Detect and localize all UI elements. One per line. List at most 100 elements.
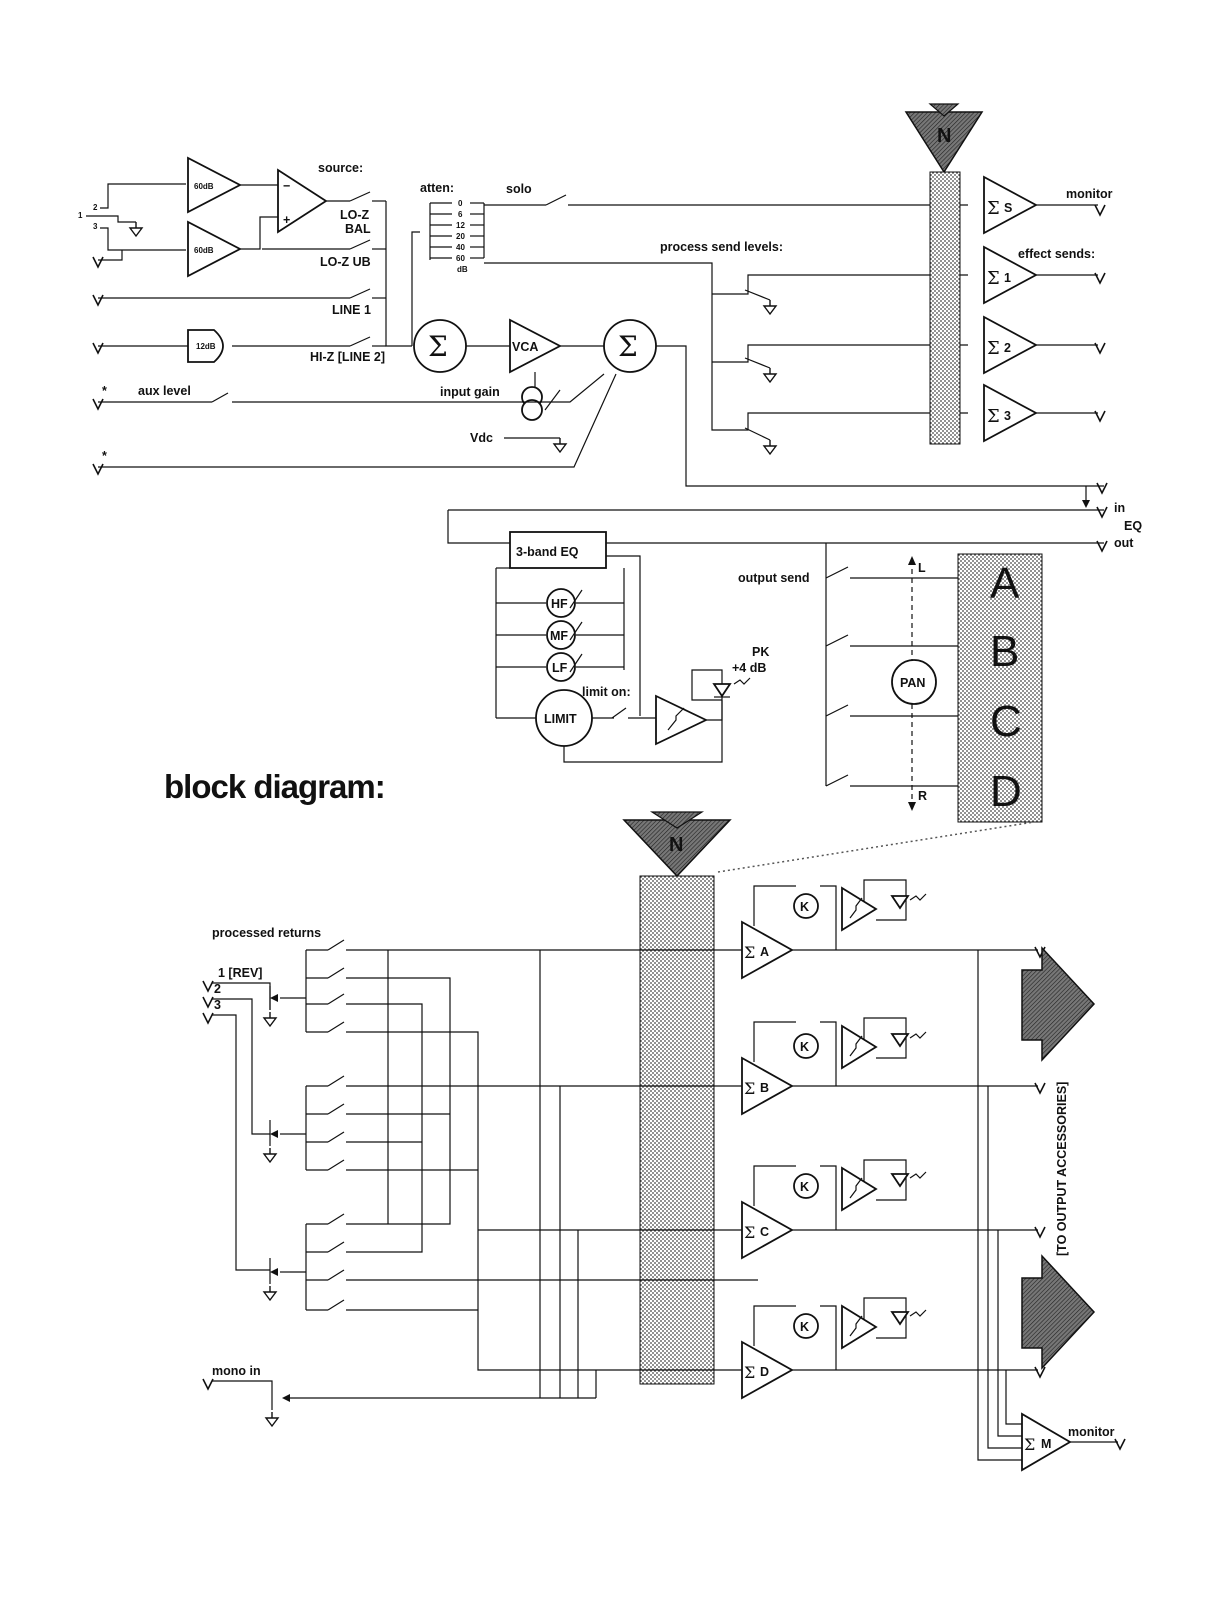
svg-text:Σ: Σ (987, 268, 1000, 289)
solo-switch[interactable] (545, 194, 567, 206)
atten-selector[interactable]: 0 6 12 20 40 60 dB (411, 199, 485, 346)
effect-send-1-jack-icon[interactable] (1094, 272, 1106, 284)
group-b-out-jack-icon[interactable] (1034, 1082, 1046, 1094)
output-accessory-arrow-upper-icon (1021, 946, 1096, 1062)
page-title: block diagram: (164, 768, 385, 805)
source-line1: LINE 1 (332, 303, 371, 317)
atten-step-20: 20 (456, 232, 465, 241)
eq-insert: in EQ out (447, 482, 1142, 552)
monitor-out-jack-icon[interactable] (1094, 204, 1106, 216)
source-switch-lozbal[interactable] (349, 191, 386, 202)
input-strip: 2 1 3 60dB 60dB − + source: LO-Z BAL LO-… (78, 156, 1104, 487)
ext-jack-icon[interactable] (92, 463, 104, 475)
svg-text:C: C (760, 1225, 769, 1239)
atten-step-40: 40 (456, 243, 465, 252)
lf-knob[interactable]: LF (546, 652, 583, 682)
mic-jack-icon[interactable] (92, 256, 104, 268)
output-send-switch-a[interactable] (825, 566, 966, 579)
source-switch-lozub[interactable] (349, 239, 386, 250)
atten-step-6: 6 (458, 210, 463, 219)
return-3-jack-icon[interactable] (202, 1012, 214, 1024)
effect-sends-label: effect sends: (1018, 247, 1095, 261)
hf-knob[interactable]: HF (546, 588, 583, 618)
input-gain-control[interactable] (521, 372, 561, 421)
aux-level-switch[interactable] (211, 392, 229, 403)
group-a-letter: A (990, 559, 1020, 608)
mixer-output-sums: Σ S monitor effect sends: Σ 1 Σ 2 Σ 3 (983, 175, 1113, 443)
monitor-sum-amp (1021, 1412, 1072, 1472)
hiz-pad (187, 329, 224, 363)
return-pot-1[interactable] (263, 986, 290, 1027)
output-send-switch-d[interactable] (825, 774, 966, 787)
aux-level-label: aux level (138, 384, 191, 398)
source-switch-hiz[interactable] (349, 336, 386, 347)
three-band-eq-box (509, 531, 607, 569)
mf-knob[interactable]: MF (546, 620, 583, 650)
svg-text:K: K (800, 900, 809, 914)
eq-insert-send-jack-icon[interactable] (1096, 482, 1108, 494)
output-send-label: output send (738, 571, 810, 585)
output-send-switch-c[interactable] (825, 704, 966, 717)
aux-jack-icon[interactable] (92, 398, 104, 410)
output-send-switch-b[interactable] (825, 634, 966, 647)
input-gain-label: input gain (440, 385, 500, 399)
svg-text:K: K (800, 1040, 809, 1054)
sum-solo-amp: Σ S (983, 175, 1098, 235)
eq-insert-eq: EQ (1124, 519, 1142, 533)
group-d-k-icon[interactable] (793, 1313, 819, 1339)
svg-text:B: B (760, 1081, 769, 1095)
group-c-letter: C (990, 697, 1022, 746)
mf-label: MF (550, 629, 568, 643)
group-d-out-jack-icon[interactable] (1034, 1366, 1046, 1378)
group-a-k-icon[interactable] (793, 893, 819, 919)
return-1-jack-icon[interactable] (202, 980, 214, 992)
send-pot-3[interactable] (740, 412, 968, 455)
hiz-jack-icon[interactable] (92, 342, 104, 354)
source-lozbal-line1: LO-Z (340, 208, 370, 222)
group-b-k-icon[interactable] (793, 1033, 819, 1059)
sum-send-3-amp: Σ 3 (983, 383, 1098, 443)
mono-in-pot[interactable] (212, 1380, 290, 1427)
return-pot-3[interactable] (263, 1258, 290, 1301)
svg-text:Σ: Σ (987, 338, 1000, 359)
monitor-sum-label: M (1041, 1437, 1051, 1451)
preamp-upper-gain: 60dB (194, 182, 214, 191)
svg-text:Σ: Σ (987, 198, 1000, 219)
return-2-jack-icon[interactable] (202, 996, 214, 1008)
svg-text:3: 3 (1004, 409, 1011, 423)
pan-knob[interactable]: PAN (891, 659, 937, 705)
group-c-k-icon[interactable] (793, 1173, 819, 1199)
preamp-lower-gain: 60dB (194, 246, 214, 255)
svg-text:Σ: Σ (1024, 1435, 1035, 1454)
eq-insert-in: in (1114, 501, 1125, 515)
mono-in-jack-icon[interactable] (202, 1378, 214, 1390)
effect-send-3-jack-icon[interactable] (1094, 410, 1106, 422)
input-sum-symbol: Σ (428, 330, 448, 363)
source-switch-line1[interactable] (349, 288, 386, 299)
svg-text:Σ: Σ (987, 406, 1000, 427)
limiter-label: LIMIT (544, 712, 577, 726)
return-pot-2[interactable] (263, 1120, 290, 1163)
lf-label: LF (552, 661, 568, 675)
sum-send-1-amp: Σ 1 (983, 245, 1098, 305)
monitor-bottom-jack-icon[interactable] (1114, 1438, 1126, 1450)
send-pot-2[interactable] (712, 344, 968, 383)
source-lozbal-line2: BAL (345, 222, 371, 236)
group-c-out-jack-icon[interactable] (1034, 1226, 1046, 1238)
diff-plus: + (283, 213, 290, 227)
eq-section: 3-band EQ HF MF LF LIMIT limit (495, 531, 1104, 763)
return-3-label: 3 (214, 998, 221, 1012)
eq-insert-in-jack-icon[interactable] (1096, 506, 1108, 518)
svg-text:1: 1 (1004, 271, 1011, 285)
atten-step-0: 0 (458, 199, 463, 208)
limit-on-switch[interactable] (592, 707, 656, 719)
source-label: source: (318, 161, 363, 175)
ext-jack-asterisk: * (102, 449, 107, 463)
svg-text:2: 2 (1004, 341, 1011, 355)
effect-send-2-jack-icon[interactable] (1094, 342, 1106, 354)
group-a-chain: Σ A K (741, 879, 1038, 980)
line1-jack-icon[interactable] (92, 294, 104, 306)
return-2-label: 2 (214, 982, 221, 996)
atten-step-60: 60 (456, 254, 465, 263)
send-pot-1[interactable] (712, 274, 968, 315)
